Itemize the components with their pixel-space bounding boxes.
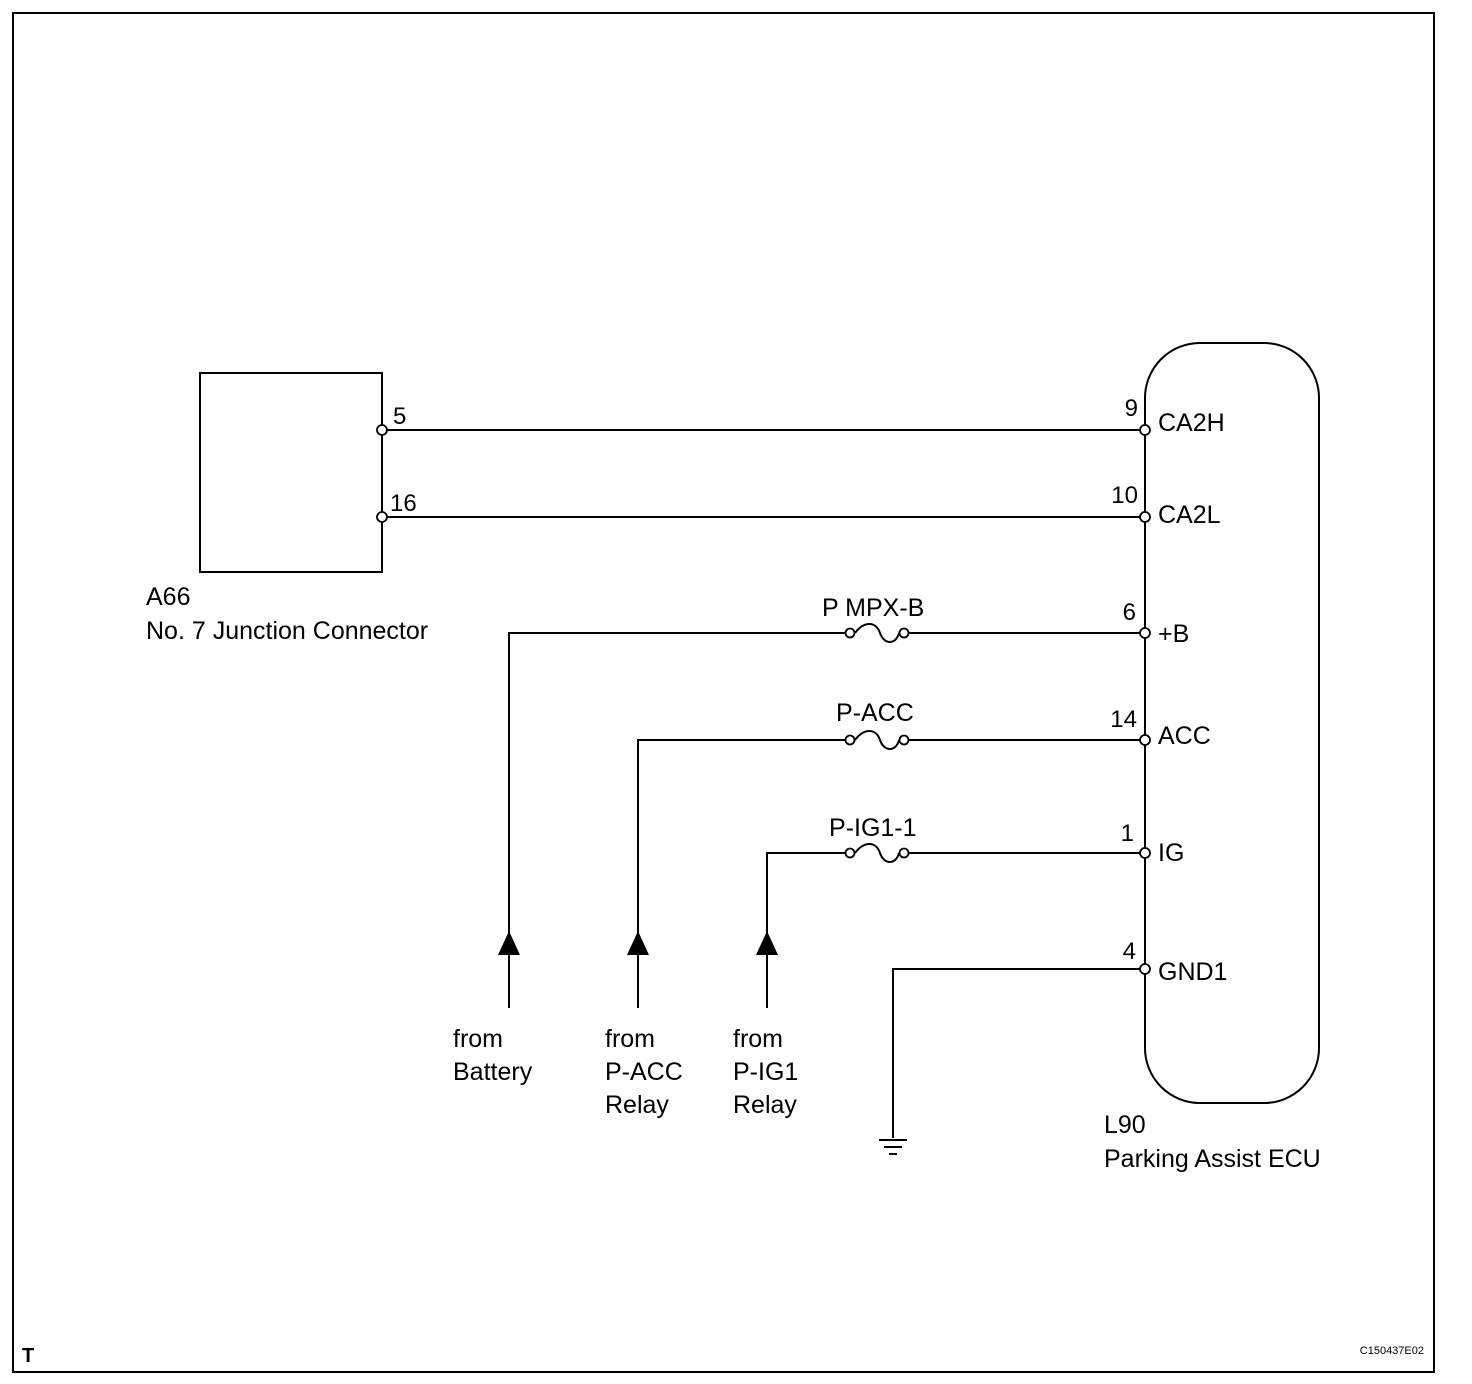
fuse-label-p-mpx-b: P MPX-B xyxy=(822,594,924,622)
fuse-terminal xyxy=(844,847,856,859)
ecu-pin-number: 1 xyxy=(1121,820,1134,847)
source-battery-line1: from xyxy=(453,1025,503,1053)
connector-terminal-5 xyxy=(376,424,388,436)
fuse-terminal xyxy=(898,847,910,859)
source-p-ig1-line2: P-IG1 xyxy=(733,1058,798,1086)
fuse-p-mpx-b-symbol xyxy=(854,623,900,643)
ground-icon xyxy=(879,1139,907,1155)
connector-terminal-16 xyxy=(376,511,388,523)
connector-pin-5: 5 xyxy=(393,403,406,430)
junction-connector-box xyxy=(199,372,383,573)
arrow-up-icon xyxy=(756,931,778,955)
source-p-ig1-line1: from xyxy=(733,1025,783,1053)
fuse-p-acc-symbol xyxy=(854,730,900,750)
figure-code: C150437E02 xyxy=(1360,1345,1424,1357)
ecu-pin-number: 14 xyxy=(1110,706,1137,733)
connector-code: A66 xyxy=(146,583,190,611)
source-p-ig1-line3: Relay xyxy=(733,1091,797,1119)
source-battery-line2: Battery xyxy=(453,1058,533,1086)
diagram-frame xyxy=(12,12,1435,1373)
ecu-terminal-1 xyxy=(1139,847,1151,859)
ecu-name: Parking Assist ECU xyxy=(1104,1145,1321,1173)
ecu-terminal-14 xyxy=(1139,734,1151,746)
ecu-terminal-6 xyxy=(1139,627,1151,639)
arrow-up-icon xyxy=(627,931,649,955)
fuse-terminal xyxy=(844,627,856,639)
wire-p-acc-relay xyxy=(637,739,845,1008)
corner-letter: T xyxy=(22,1345,34,1367)
source-p-acc-line1: from xyxy=(605,1025,655,1053)
ecu-signal-ca2l: CA2L xyxy=(1158,501,1221,529)
ecu-pin-number: 6 xyxy=(1123,599,1136,626)
wire-battery xyxy=(508,632,845,1008)
ecu-terminal-9 xyxy=(1139,424,1151,436)
ecu-pin-number: 4 xyxy=(1123,938,1136,965)
fuse-label-p-ig1-1: P-IG1-1 xyxy=(829,814,917,842)
ecu-signal-ca2h: CA2H xyxy=(1158,409,1225,437)
fuse-terminal xyxy=(898,627,910,639)
ecu-pin-number: 9 xyxy=(1125,395,1138,422)
ecu-terminal-10 xyxy=(1139,511,1151,523)
fuse-terminal xyxy=(844,734,856,746)
ecu-signal-acc: ACC xyxy=(1158,722,1211,750)
ecu-signal-plus-b: +B xyxy=(1158,620,1189,648)
fuse-p-ig1-1-symbol xyxy=(854,843,900,863)
ecu-pin-number: 10 xyxy=(1111,482,1138,509)
arrow-up-icon xyxy=(498,931,520,955)
connector-name: No. 7 Junction Connector xyxy=(146,617,428,645)
source-p-acc-line3: Relay xyxy=(605,1091,669,1119)
source-p-acc-line2: P-ACC xyxy=(605,1058,683,1086)
ecu-code: L90 xyxy=(1104,1111,1146,1139)
ecu-terminal-4 xyxy=(1139,963,1151,975)
connector-pin-16: 16 xyxy=(390,490,417,517)
fuse-terminal xyxy=(898,734,910,746)
wire-gnd1 xyxy=(892,968,1145,1138)
ecu-signal-ig: IG xyxy=(1158,839,1184,867)
parking-assist-ecu-box xyxy=(1144,342,1320,1104)
ecu-signal-gnd1: GND1 xyxy=(1158,958,1227,986)
fuse-label-p-acc: P-ACC xyxy=(836,699,914,727)
wire-p-ig1-relay xyxy=(766,852,845,1008)
